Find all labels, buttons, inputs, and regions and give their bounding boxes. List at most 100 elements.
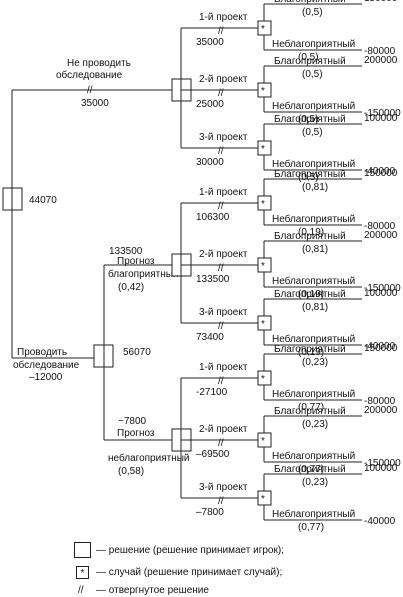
no-survey-cost: 35000 — [81, 98, 109, 109]
project-value: 25000 — [196, 99, 224, 110]
outcome-bad-payoff: -40000 — [364, 516, 396, 527]
outcome-bad-label: Неблагоприятный — [272, 388, 355, 400]
project-value: 30000 — [196, 157, 224, 168]
outcome-bad-payoff: -80000 — [364, 46, 396, 57]
project-rejected-mark: // — [218, 321, 224, 332]
outcome-good-prob: (0,5) — [302, 7, 323, 18]
outcome-bad-label: Неблагоприятный — [272, 275, 355, 287]
outcome-bad-prob: (0,19) — [298, 289, 324, 300]
project-name: 2-й проект — [199, 249, 248, 260]
outcome-good-label: Благоприятный — [274, 289, 346, 300]
project-groups: 1-й проект//35000*Благоприятный(0,5)1500… — [171, 0, 401, 533]
project-name: 3-й проект — [199, 482, 248, 493]
outcome-good-payoff: 200000 — [364, 405, 398, 416]
project-value: 35000 — [196, 37, 224, 48]
outcome-bad-prob: (0,5) — [298, 114, 319, 125]
outcome-good-label: Благоприятный — [274, 56, 346, 67]
project-name: 3-й проект — [199, 307, 248, 318]
no-survey-label-line2: обследование — [56, 69, 123, 81]
outcome-bad-payoff: -80000 — [364, 396, 396, 407]
outcome-good-prob: (0,81) — [302, 302, 328, 313]
outcome-good-label: Благоприятный — [274, 114, 346, 125]
outcome-bad-label: Неблагоприятный — [272, 158, 355, 170]
survey-label-line1: Проводить — [17, 347, 67, 358]
outcome-bad-payoff: -40000 — [364, 166, 396, 177]
survey-value: 56070 — [123, 347, 151, 358]
outcome-good-prob: (0,81) — [302, 182, 328, 193]
project-value: -27100 — [196, 387, 228, 398]
chance-star: * — [261, 86, 265, 97]
outcome-bad-payoff: -80000 — [364, 221, 396, 232]
chance-star: * — [261, 436, 265, 447]
outcome-bad-prob: (0,5) — [298, 172, 319, 183]
outcome-good-label: Благоприятный — [274, 231, 346, 242]
outcome-good-payoff: 100000 — [364, 463, 398, 474]
legend-rejected-text: — отвергнутое решение — [96, 585, 209, 596]
outcome-bad-label: Неблагоприятный — [272, 100, 355, 112]
outcome-bad-prob: (0,77) — [298, 402, 324, 413]
project-value: 106300 — [196, 212, 230, 223]
outcome-good-payoff: 200000 — [364, 55, 398, 66]
project-name: 1-й проект — [199, 12, 248, 23]
chance-star: * — [261, 199, 265, 210]
project-name: 3-й проект — [199, 132, 248, 143]
outcome-good-prob: (0,23) — [302, 419, 328, 430]
legend-chance-icon: * — [76, 566, 89, 579]
outcome-bad-label: Неблагоприятный — [272, 508, 355, 520]
project-name: 2-й проект — [199, 74, 248, 85]
outcome-good-payoff: 150000 — [364, 168, 398, 179]
no-survey-label-line1: Не проводить — [67, 58, 131, 69]
project-name: 2-й проект — [199, 424, 248, 435]
root-value: 44070 — [29, 195, 57, 206]
chance-star: * — [261, 261, 265, 272]
project-rejected-mark: // — [218, 496, 224, 507]
outcome-good-prob: (0,81) — [302, 244, 328, 255]
chance-star: * — [261, 24, 265, 35]
project-rejected-mark: // — [218, 26, 224, 37]
outcome-bad-prob: (0,77) — [298, 522, 324, 533]
outcome-good-payoff: 100000 — [364, 288, 398, 299]
outcome-good-label: Благоприятный — [274, 406, 346, 417]
outcome-bad-prob: (0,19) — [298, 227, 324, 238]
outcome-bad-payoff: -150000 — [364, 458, 401, 469]
project-value: –69500 — [196, 449, 230, 460]
project-name: 1-й проект — [199, 187, 248, 198]
outcome-good-label: Благоприятный — [274, 464, 346, 475]
chance-star: * — [261, 494, 265, 505]
project-value: –7800 — [196, 507, 224, 518]
outcome-bad-prob: (0,77) — [298, 464, 324, 475]
outcome-good-prob: (0,5) — [302, 127, 323, 138]
forecast-unfav-prob: (0,58) — [118, 466, 144, 477]
outcome-good-label: Благоприятный — [274, 169, 346, 180]
outcome-good-prob: (0,23) — [302, 477, 328, 488]
chance-star: * — [261, 319, 265, 330]
project-rejected-mark: // — [218, 263, 224, 274]
outcome-good-prob: (0,23) — [302, 357, 328, 368]
legend-decision-icon — [74, 542, 91, 558]
outcome-bad-label: Неблагоприятный — [272, 38, 355, 50]
outcome-good-payoff: 150000 — [364, 343, 398, 354]
survey-label-line2: обследование — [13, 359, 80, 371]
legend-decision-text: — решение (решение принимает игрок); — [96, 545, 284, 556]
legend-rejected-icon: // — [78, 585, 84, 596]
project-rejected-mark: // — [218, 146, 224, 157]
forecast-fav-prob: (0,42) — [118, 282, 144, 293]
chance-star: * — [261, 144, 265, 155]
project-rejected-mark: // — [218, 438, 224, 449]
legend-chance-star: * — [80, 568, 85, 579]
outcome-good-prob: (0,5) — [302, 69, 323, 80]
legend-chance-text: — случай (решение принимает случай); — [96, 567, 283, 578]
chance-star: * — [261, 374, 265, 385]
outcome-bad-payoff: -40000 — [364, 341, 396, 352]
forecast-fav-label1: Прогноз — [117, 256, 155, 267]
forecast-unfav-value: −7800 — [118, 416, 147, 427]
outcome-bad-prob: (0,19) — [298, 347, 324, 358]
forecast-unfav-label2: неблагоприятный — [108, 452, 190, 464]
project-value: 73400 — [196, 332, 224, 343]
outcome-bad-label: Неблагоприятный — [272, 333, 355, 345]
legend: — решение (решение принимает игрок); * —… — [0, 538, 403, 597]
outcome-good-label: Благоприятный — [274, 344, 346, 355]
project-name: 1-й проект — [199, 362, 248, 373]
outcome-bad-payoff: -150000 — [364, 283, 401, 294]
